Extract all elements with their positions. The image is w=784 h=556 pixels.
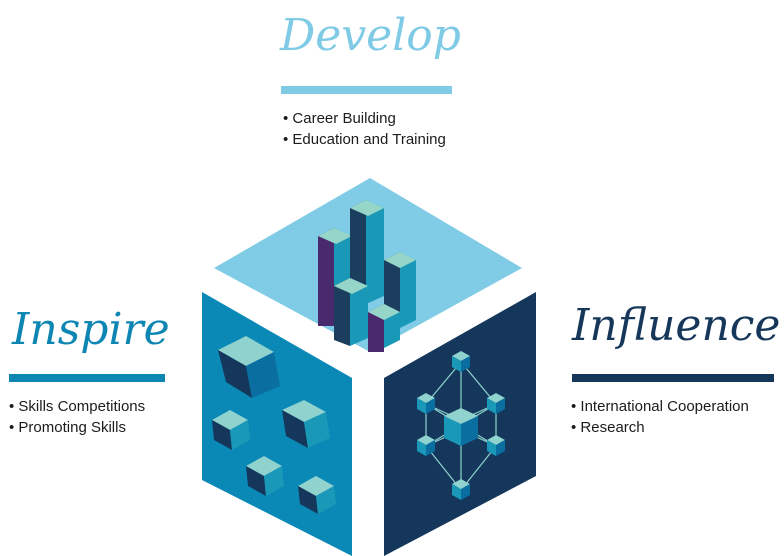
inspire-item-skills-competitions: Skills Competitions [9, 396, 145, 417]
molecule-nodes [417, 351, 505, 500]
develop-rule [281, 86, 452, 94]
inspire-title: Inspire [12, 304, 170, 355]
influence-item-international-cooperation: International Cooperation [571, 396, 748, 417]
influence-rule [572, 374, 774, 382]
influence-item-research: Research [571, 417, 749, 438]
bar-chart-icon [318, 200, 416, 352]
influence-title: Influence [572, 300, 781, 351]
develop-item-career-building: Career Building [283, 108, 446, 129]
influence-list: International Cooperation Research [571, 396, 749, 438]
develop-item-education-training: Education and Training [283, 129, 445, 150]
develop-list: Career Building Education and Training [283, 108, 446, 150]
inspire-list: Skills Competitions Promoting Skills [9, 396, 145, 438]
inspire-item-promoting-skills: Promoting Skills [9, 417, 145, 438]
inspire-rule [9, 374, 165, 382]
scattered-cubes-icon [212, 336, 336, 514]
develop-title: Develop [280, 10, 461, 61]
